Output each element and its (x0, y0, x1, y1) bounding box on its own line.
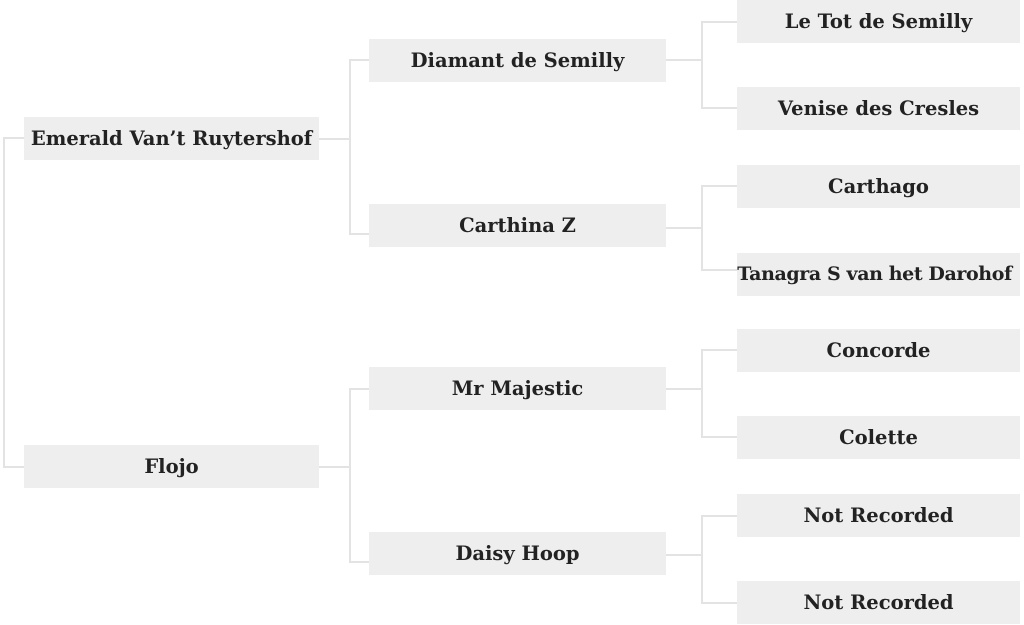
node-dam-sire-dam-name: Colette (839, 426, 918, 449)
node-dam-sire-sire-name: Concorde (826, 339, 931, 362)
node-sire-sire-sire-name: Le Tot de Semilly (784, 10, 973, 33)
connector-carthina-branch (701, 185, 737, 271)
node-sire-sire-dam-name: Venise des Cresles (777, 97, 980, 120)
node-dam-sire: Mr Majestic (369, 367, 666, 410)
connector-diamant-branch (701, 21, 737, 109)
node-sire: Emerald Van’t Ruytershof (24, 117, 319, 160)
node-sire-dam-sire: Carthago (737, 165, 1020, 208)
node-dam-dam-sire-name: Not Recorded (803, 504, 954, 527)
node-sire-sire: Diamant de Semilly (369, 39, 666, 82)
node-sire-dam-dam-name: Tanagra S van het Darohof (737, 263, 1012, 285)
node-dam-dam-dam-name: Not Recorded (803, 591, 954, 614)
node-dam-sire-sire: Concorde (737, 329, 1020, 372)
node-sire-dam-sire-name: Carthago (828, 175, 929, 198)
connector-root (3, 137, 24, 468)
node-sire-dam-name: Carthina Z (459, 214, 576, 237)
node-dam-name: Flojo (144, 455, 199, 478)
node-dam-dam: Daisy Hoop (369, 532, 666, 575)
connector-sire-line-branch (349, 59, 369, 235)
node-sire-sire-sire: Le Tot de Semilly (737, 0, 1020, 43)
node-dam-sire-dam: Colette (737, 416, 1020, 459)
connector-daisy-branch (701, 515, 737, 604)
node-sire-sire-dam: Venise des Cresles (737, 87, 1020, 130)
node-sire-dam-dam: Tanagra S van het Darohof (737, 253, 1020, 296)
node-dam: Flojo (24, 445, 319, 488)
connector-dam-line-branch (349, 388, 369, 563)
node-dam-dam-name: Daisy Hoop (455, 542, 580, 565)
node-sire-name: Emerald Van’t Ruytershof (30, 127, 313, 150)
node-sire-dam: Carthina Z (369, 204, 666, 247)
node-sire-sire-name: Diamant de Semilly (410, 49, 625, 72)
connector-majestic-branch (701, 349, 737, 438)
node-dam-sire-name: Mr Majestic (451, 377, 584, 400)
node-dam-dam-dam: Not Recorded (737, 581, 1020, 624)
node-dam-dam-sire: Not Recorded (737, 494, 1020, 537)
